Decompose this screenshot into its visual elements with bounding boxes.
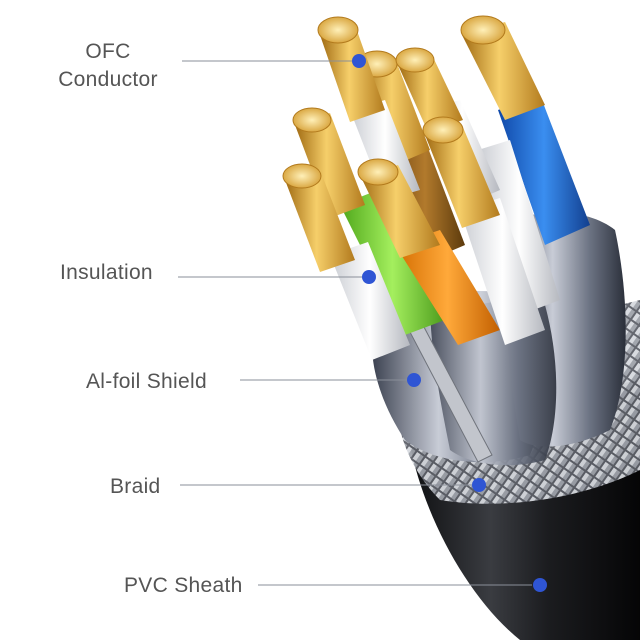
wire-white-left bbox=[282, 163, 410, 360]
label-ofc-line2: Conductor bbox=[58, 68, 158, 91]
wire-blue bbox=[460, 15, 590, 245]
label-ofc-conductor: OFC Conductor bbox=[46, 38, 170, 94]
wire-green bbox=[292, 107, 445, 335]
label-insulation: Insulation bbox=[60, 261, 153, 284]
label-foil-shield: Al-foil Shield bbox=[86, 370, 207, 393]
marker-insulation bbox=[362, 270, 376, 284]
wire-orange bbox=[357, 158, 500, 345]
marker-foil bbox=[407, 373, 421, 387]
label-ofc-line1: OFC bbox=[85, 40, 131, 63]
marker-conductor bbox=[352, 54, 366, 68]
label-braid: Braid bbox=[110, 475, 161, 498]
marker-braid bbox=[472, 478, 486, 492]
wire-white-right bbox=[478, 140, 560, 315]
marker-sheath bbox=[533, 578, 547, 592]
wire-white-center bbox=[422, 116, 545, 345]
label-pvc-sheath: PVC Sheath bbox=[124, 574, 243, 597]
